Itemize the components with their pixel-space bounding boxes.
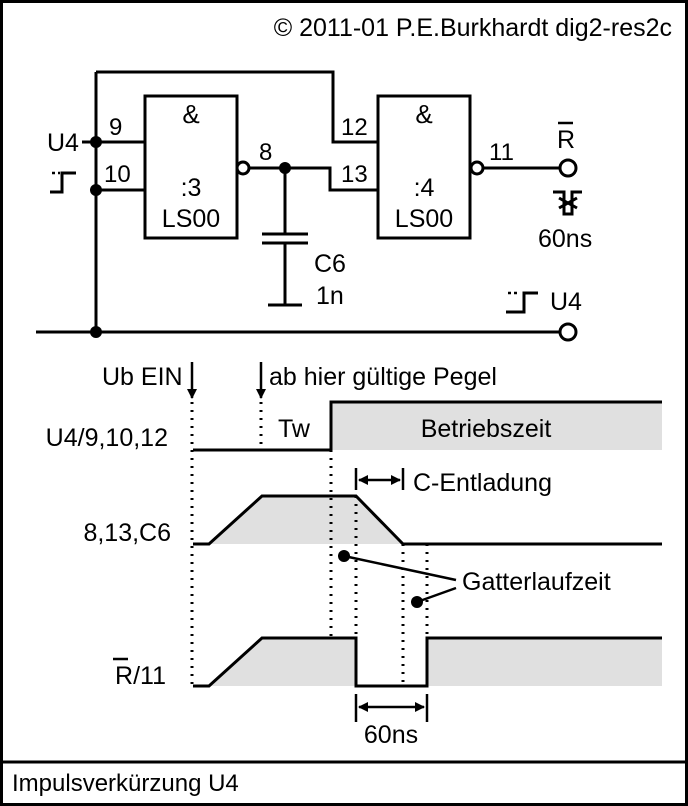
junction-pin9 (90, 136, 102, 148)
power-on-label: Ub EIN (102, 363, 183, 391)
pin12-label: 12 (341, 114, 368, 141)
pin8-label: 8 (259, 139, 272, 166)
pin9-label: 9 (109, 114, 122, 141)
row-label-c6: 8,13,C6 (83, 519, 171, 547)
output-pulse-width: 60ns (538, 225, 592, 253)
gate-delay-leader-1 (343, 554, 457, 582)
operating-time-label: Betriebszeit (421, 415, 552, 443)
u4-output-terminal (558, 322, 578, 342)
pin11-label: 11 (489, 139, 514, 166)
gate1-inverter-bubble (235, 160, 251, 176)
figure-caption: Impulsverkürzung U4 (12, 770, 239, 797)
valid-level-label: ab hier gültige Pegel (269, 363, 497, 391)
pin10-label: 10 (104, 161, 131, 188)
row-label-u4: U4/9,10,12 (46, 424, 168, 452)
gate2-type: LS00 (395, 205, 453, 233)
capacitor-name: C6 (314, 250, 346, 278)
u4-left-rising-edge-icon (50, 171, 76, 194)
r-high-fill-1 (209, 638, 356, 686)
u4-right-rising-edge-icon (506, 291, 538, 314)
r-output-label: R (557, 126, 575, 154)
u4-left-label: U4 (47, 129, 79, 157)
gate2-and-symbol: & (415, 99, 432, 129)
junction-pin10 (90, 184, 102, 196)
wire-to-pin12 (96, 70, 378, 144)
tw-label: Tw (278, 415, 311, 443)
gate1-index: :3 (181, 174, 202, 202)
copyright-header: © 2011-01 P.E.Burkhardt dig2-res2c (274, 14, 672, 42)
r-high-fill-2 (427, 638, 662, 686)
pulse-width-label: 60ns (364, 721, 418, 749)
c6-charge-fill (209, 496, 403, 544)
gate2-inverter-bubble (469, 160, 485, 176)
timing-signals (193, 400, 662, 688)
gate-delay-leader-2 (416, 586, 457, 604)
junction-bus (90, 326, 102, 338)
negative-pulse-icon (553, 190, 582, 216)
junction-pin8 (279, 162, 291, 174)
row-label-r: R/11 (115, 662, 166, 690)
signal-c6 (193, 494, 662, 546)
gate2-index: :4 (414, 174, 435, 202)
schematic-dots (52, 121, 573, 295)
u4-high-fill (331, 402, 662, 450)
gate1-and-symbol: & (182, 99, 199, 129)
signal-r (193, 636, 662, 688)
timing-arrows (187, 362, 457, 722)
capacitor-value: 1n (316, 282, 344, 310)
timing-fills (209, 402, 662, 686)
signal-u4 (193, 400, 662, 452)
gate1-type: LS00 (162, 205, 220, 233)
pin13-label: 13 (341, 161, 368, 188)
gate-delay-label: Gatterlaufzeit (462, 568, 611, 596)
schematic (36, 70, 582, 342)
u4-right-label: U4 (550, 288, 582, 316)
junction-dots (90, 136, 291, 338)
gate-delay-dots (338, 550, 423, 608)
r-output-terminal (558, 158, 578, 178)
discharge-label: C-Entladung (413, 469, 552, 497)
timing-guides (190, 402, 429, 686)
pulse-cross-b (558, 196, 578, 210)
